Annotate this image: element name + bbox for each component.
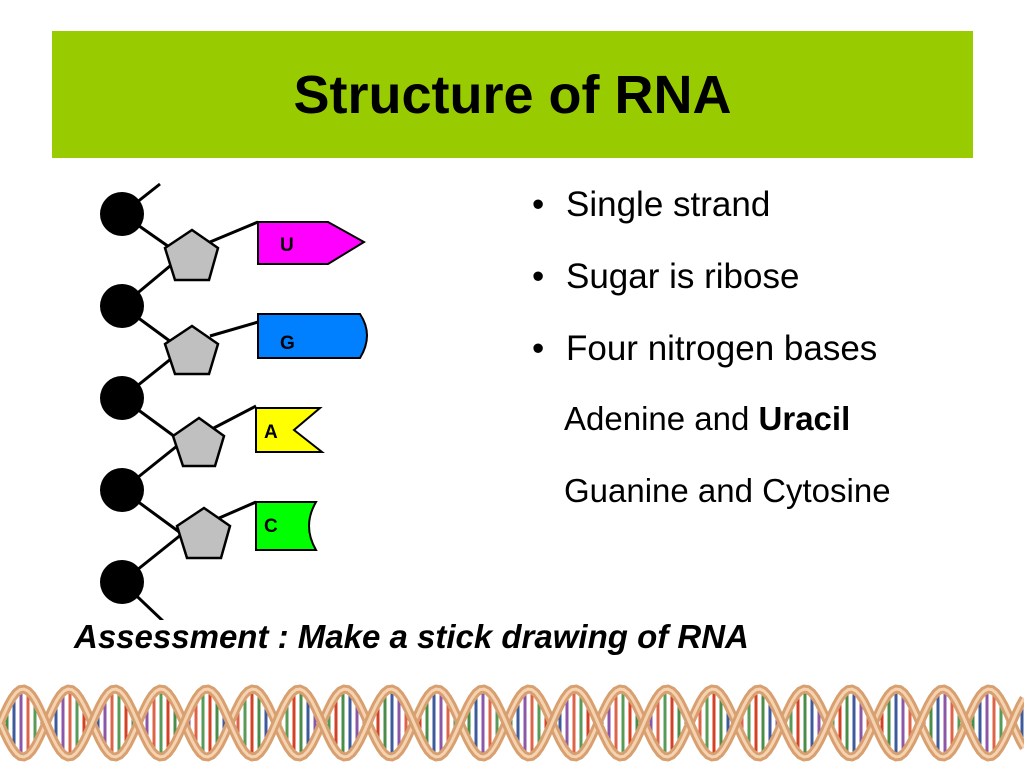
helix-strand-highlight: [0, 687, 1024, 759]
phosphate: [100, 192, 144, 236]
helix-strand-highlight: [0, 687, 1024, 759]
base-adenine: [255, 407, 325, 453]
base-guanine: [257, 313, 368, 359]
phosphate: [100, 284, 144, 328]
title-bar: Structure of RNA: [52, 31, 973, 158]
base-label: C: [264, 516, 278, 537]
sub-line-guanine-cytosine: Guanine and Cytosine: [564, 472, 891, 509]
bullet-item: •Sugar is ribose: [532, 257, 800, 296]
sugar-group: [163, 228, 232, 560]
base-label: A: [264, 422, 278, 443]
phosphate: [100, 468, 144, 512]
assessment-text: Assessment : Make a stick drawing of RNA: [74, 618, 749, 655]
base-label: U: [280, 235, 294, 256]
base-group: [255, 221, 368, 551]
phosphate: [100, 560, 144, 604]
bullet-item: •Single strand: [532, 185, 771, 224]
phosphate-group: [100, 192, 144, 604]
ribose-sugar: [175, 506, 232, 560]
ribose-sugar: [163, 324, 220, 376]
dna-helix-strip: [0, 684, 1024, 762]
base-uracil: [257, 221, 366, 265]
ribose-sugar: [163, 228, 220, 282]
bullet-list: •Single strand •Sugar is ribose •Four ni…: [532, 183, 877, 399]
base-cytosine: [255, 501, 318, 551]
phosphate: [100, 376, 144, 420]
slide-title: Structure of RNA: [293, 64, 732, 125]
sub-line-adenine-uracil: Adenine and Uracil: [564, 400, 851, 437]
base-label: G: [280, 333, 295, 354]
bullet-item: •Four nitrogen bases: [532, 329, 878, 368]
rna-strand-diagram: U G A C: [100, 182, 368, 620]
ribose-sugar: [171, 416, 226, 468]
